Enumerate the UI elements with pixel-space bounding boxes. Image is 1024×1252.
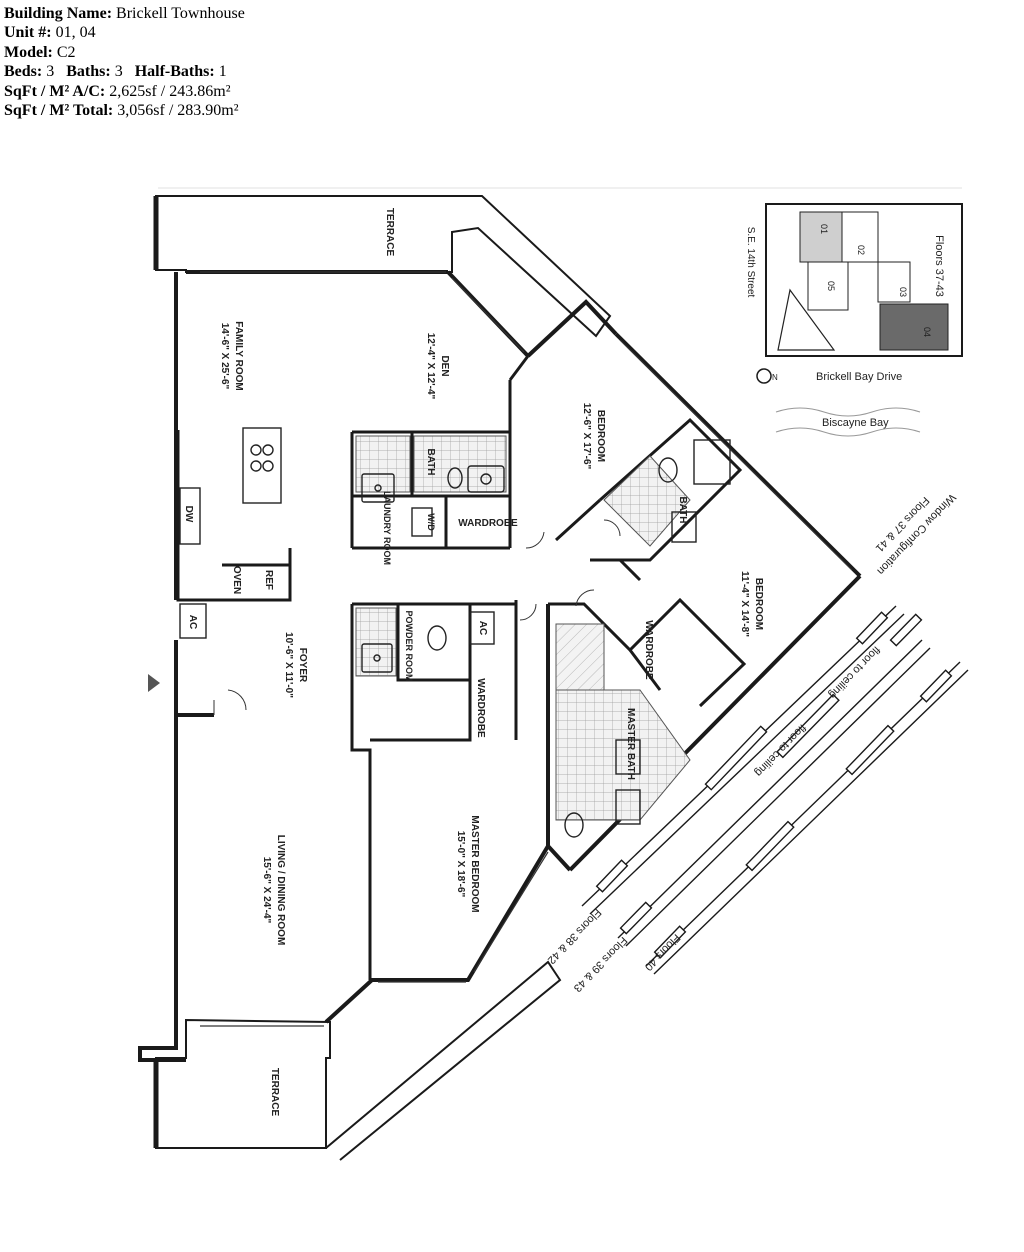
bath1-floor: [413, 435, 507, 493]
window-mullions: [595, 611, 953, 959]
sqft-ac-row: SqFt / M² A/C: 2,625sf / 243.86m²: [4, 82, 245, 101]
doors: [213, 519, 621, 715]
terrace-bottom-inner: [155, 1018, 331, 1149]
baths-value: 3: [114, 63, 123, 81]
label-master-bath: MASTER BATH: [625, 708, 636, 780]
model-row: Model: C2: [4, 43, 245, 62]
label-terrace-top: TERRACE: [384, 208, 395, 257]
baths-label: Baths:: [66, 63, 111, 81]
key-label-05: 05: [826, 281, 836, 291]
key-floors: Floors 37-43: [933, 235, 945, 297]
label-powder-room: POWDER ROOM: [404, 611, 414, 682]
key-label-02: 02: [856, 245, 866, 255]
label-wardrobe-3: WARDROBE: [475, 678, 486, 738]
key-label-04: 04: [922, 327, 932, 337]
unit-row: Unit #: 01, 04: [4, 23, 245, 42]
fixtures: [179, 427, 731, 838]
model-value: C2: [56, 43, 76, 61]
label-terrace-bottom: TERRACE: [269, 1068, 280, 1117]
key-plan: 01 02 05 03 04 Floors 37-43 S.E. 14th St…: [745, 203, 963, 437]
label-floors-39-43: Floors 39 & 43: [571, 934, 629, 994]
bay-wave-top: [775, 407, 921, 417]
sqft-total-value: 3,056sf / 283.90m²: [117, 102, 239, 120]
key-drive: Brickell Bay Drive: [816, 371, 902, 383]
building-value: Brickell Townhouse: [116, 5, 245, 22]
sqft-ac-value: 2,625sf / 243.86m²: [109, 82, 231, 100]
bath2-floor: [603, 455, 691, 547]
label-master-bedroom-dim: 15'-0" X 18'-6": [455, 831, 466, 898]
sqft-ac-label: SqFt / M² A/C:: [4, 82, 106, 100]
halfbaths-value: 1: [218, 63, 227, 81]
room-labels: TERRACE FAMILY ROOM 14'-6" X 25'-6" DEN …: [183, 208, 764, 1117]
bath1-shower: [355, 435, 411, 493]
sqft-total-row: SqFt / M² Total: 3,056sf / 283.90m²: [4, 101, 245, 120]
terrace-bottom-rail: [325, 960, 562, 1161]
label-wardrobe-2: WARDROBE: [643, 620, 654, 680]
label-ac-2: AC: [477, 621, 488, 635]
label-ref: REF: [263, 570, 274, 590]
building-row: Building Name: Brickell Townhouse: [4, 4, 245, 23]
key-unit-01: [799, 211, 843, 263]
key-street: S.E. 14th Street: [745, 227, 756, 298]
key-unit-04: [879, 303, 949, 351]
unit-label: Unit #:: [4, 24, 52, 42]
key-label-01: 01: [819, 224, 829, 234]
label-family-room: FAMILY ROOM: [233, 321, 244, 390]
label-floor-to-ceiling-1: floor to ceiling: [826, 644, 882, 701]
key-triangle: [777, 288, 836, 351]
label-family-room-dim: 14'-6" X 25'-6": [219, 323, 230, 390]
label-living-dining-dim: 15'-6" X 24'-4": [261, 857, 272, 924]
building-label: Building Name:: [4, 5, 113, 22]
key-unit-05: [807, 261, 849, 311]
label-floors-38-42: Floors 38 & 42: [545, 906, 603, 966]
label-den: DEN: [439, 355, 450, 376]
bay-wave-bottom: [775, 427, 921, 437]
beds-value: 3: [46, 63, 55, 81]
label-laundry: LAUNDRY ROOM: [382, 491, 392, 565]
label-ac-1: AC: [187, 615, 198, 629]
label-master-bedroom: MASTER BEDROOM: [469, 815, 480, 912]
label-oven: OVEN: [231, 566, 242, 594]
key-unit-03: [877, 261, 911, 303]
label-bath-1: BATH: [425, 448, 436, 475]
label-wd: W/D: [426, 513, 436, 531]
label-foyer-dim: 10'-6" X 11'-0": [283, 632, 294, 698]
master-shower: [555, 623, 605, 691]
unit-info: Building Name: Brickell Townhouse Unit #…: [4, 4, 245, 120]
label-bedroom-2-dim: 11'-4" X 14'-8": [739, 571, 750, 637]
exterior-walls: [138, 270, 862, 1062]
label-living-dining: LIVING / DINING ROOM: [275, 835, 286, 946]
unit-value: 01, 04: [55, 24, 96, 42]
label-bedroom-1-dim: 12'-6" X 17'-6": [581, 403, 592, 470]
north-arrow-icon: [756, 368, 772, 384]
model-label: Model:: [4, 43, 53, 61]
label-bedroom-2: BEDROOM: [753, 578, 764, 630]
label-wardrobe-1: WARDROBE: [458, 518, 518, 529]
master-bath-floor: [555, 689, 691, 821]
label-foyer: FOYER: [297, 648, 308, 683]
halfbaths-label: Half-Baths:: [134, 63, 215, 81]
label-bedroom-1: BEDROOM: [595, 410, 606, 462]
key-label-03: 03: [898, 287, 908, 297]
label-den-dim: 12'-4" X 12'-4": [425, 333, 436, 400]
label-bath-2: BATH: [677, 496, 688, 523]
terrace-top: [155, 195, 612, 338]
key-bay: Biscayne Bay: [822, 417, 889, 429]
interior-walls: [176, 355, 747, 980]
key-north: N: [772, 373, 778, 382]
label-dw: DW: [183, 506, 194, 523]
entry-arrow-icon: [148, 674, 160, 692]
sqft-total-label: SqFt / M² Total:: [4, 102, 114, 120]
beds-label: Beds:: [4, 63, 43, 81]
glazing: [200, 271, 853, 1027]
